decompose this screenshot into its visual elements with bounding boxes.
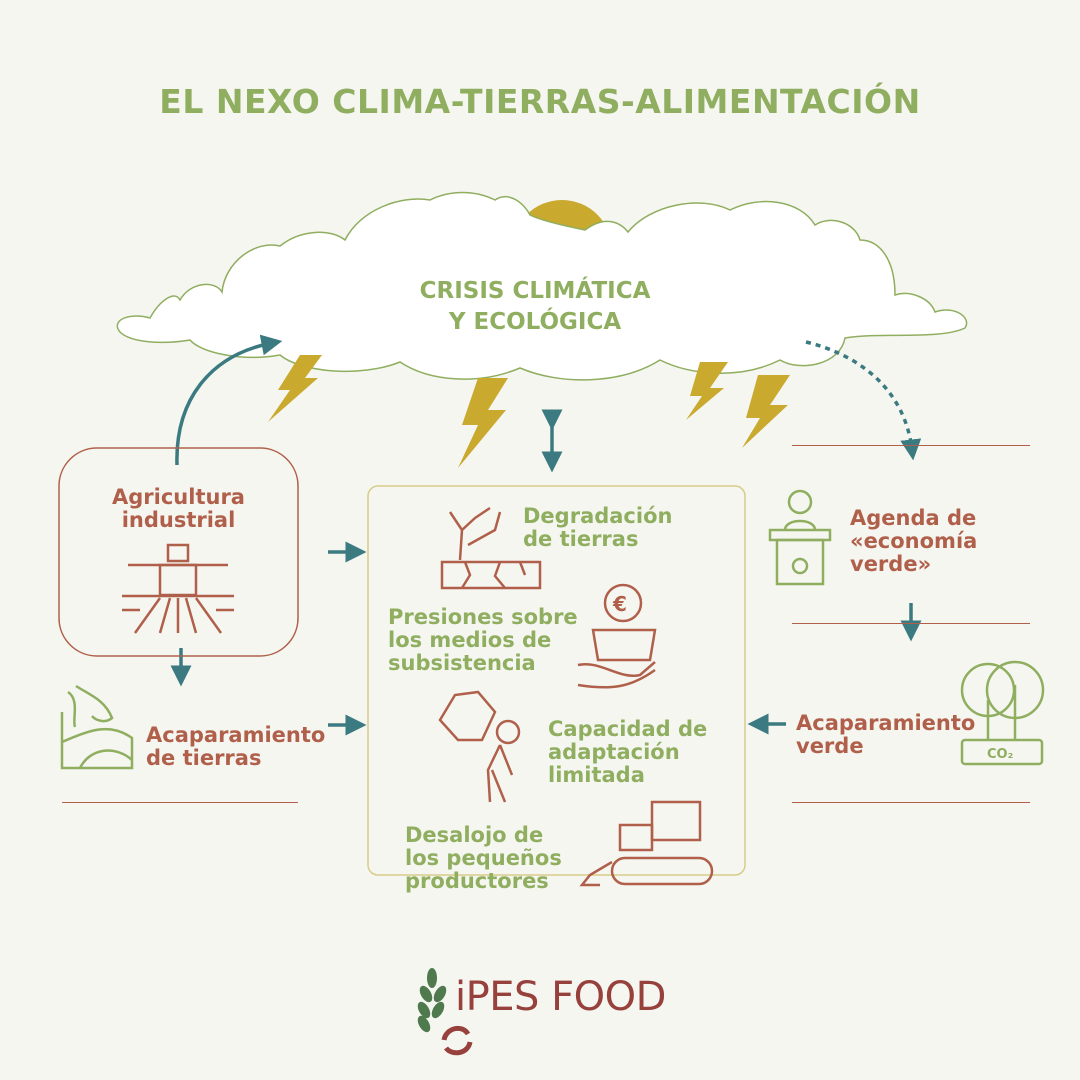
- label-line: Presiones sobre: [388, 605, 578, 629]
- industrial-agriculture-label: Agricultura industrial: [59, 486, 298, 532]
- trees-co2-icon: [960, 660, 1045, 766]
- limited-adaptation-label: Capacidad de adaptación limitada: [548, 718, 707, 787]
- cloud-label-line2: Y ECOLÓGICA: [448, 309, 622, 335]
- cloud-label: CRISIS CLIMÁTICA Y ECOLÓGICA: [380, 276, 690, 338]
- arrow-agri-to-cloud: [175, 334, 283, 466]
- label-line: los medios de: [388, 628, 552, 652]
- arrow-cloud-to-green-agenda: [805, 340, 922, 461]
- land-grabbing-label: Acaparamiento de tierras: [146, 724, 325, 770]
- person-carrying-rock-icon: [438, 690, 521, 803]
- hand-euro-icon: [577, 583, 657, 689]
- label-line: Acaparamiento: [146, 723, 326, 747]
- divider: [792, 623, 1030, 624]
- green-economy-label: Agenda de «economía verde»: [850, 507, 977, 576]
- land-degradation-label: Degradación de tierras: [523, 505, 672, 551]
- label-line: «economía: [850, 529, 978, 553]
- label-line: Acaparamiento: [796, 711, 976, 735]
- label-line: Degradación: [523, 504, 673, 528]
- label-line: de tierras: [523, 527, 639, 551]
- logo-recycle-icon: [441, 1025, 473, 1056]
- label-line: subsistencia: [388, 651, 536, 675]
- industrial-agriculture-box: [58, 447, 299, 657]
- label-line: adaptación: [548, 740, 680, 764]
- logo-text: iPES FOOD: [455, 974, 666, 1020]
- label-line: Capacidad de: [548, 717, 708, 741]
- cracked-land-icon: [440, 506, 542, 590]
- smallholder-eviction-label: Desalojo de los pequeños productores: [405, 824, 562, 893]
- livelihood-pressures-label: Presiones sobre los medios de subsistenc…: [388, 606, 578, 675]
- cloud-shape: [116, 191, 968, 381]
- label-line: los pequeños: [405, 846, 562, 870]
- hand-land-icon: [60, 684, 134, 770]
- label-line: industrial: [121, 508, 236, 532]
- label-line: Agenda de: [850, 506, 977, 530]
- bulldozer-icon: [579, 800, 714, 887]
- label-line: verde: [796, 734, 864, 758]
- label-line: verde»: [850, 552, 932, 576]
- label-line: Desalojo de: [405, 823, 544, 847]
- green-grabbing-label: Acaparamiento verde: [796, 712, 975, 758]
- divider: [792, 802, 1030, 803]
- cloud-label-line1: CRISIS CLIMÁTICA: [419, 278, 651, 304]
- label-line: de tierras: [146, 746, 262, 770]
- tractor-icon: [122, 543, 234, 634]
- label-line: Agricultura: [112, 485, 245, 509]
- co2-label: CO₂: [987, 747, 1013, 762]
- speaker-podium-icon: [768, 489, 832, 586]
- page-title: EL NEXO CLIMA-TIERRAS-ALIMENTACIÓN: [159, 82, 921, 121]
- logo-wheat-icon: [417, 968, 447, 1033]
- euro-symbol: €: [612, 592, 627, 616]
- divider: [62, 802, 298, 803]
- label-line: productores: [405, 869, 549, 893]
- impacts-box: [367, 485, 746, 876]
- label-line: limitada: [548, 763, 645, 787]
- divider: [792, 445, 1030, 446]
- lightning-icons: [268, 355, 790, 468]
